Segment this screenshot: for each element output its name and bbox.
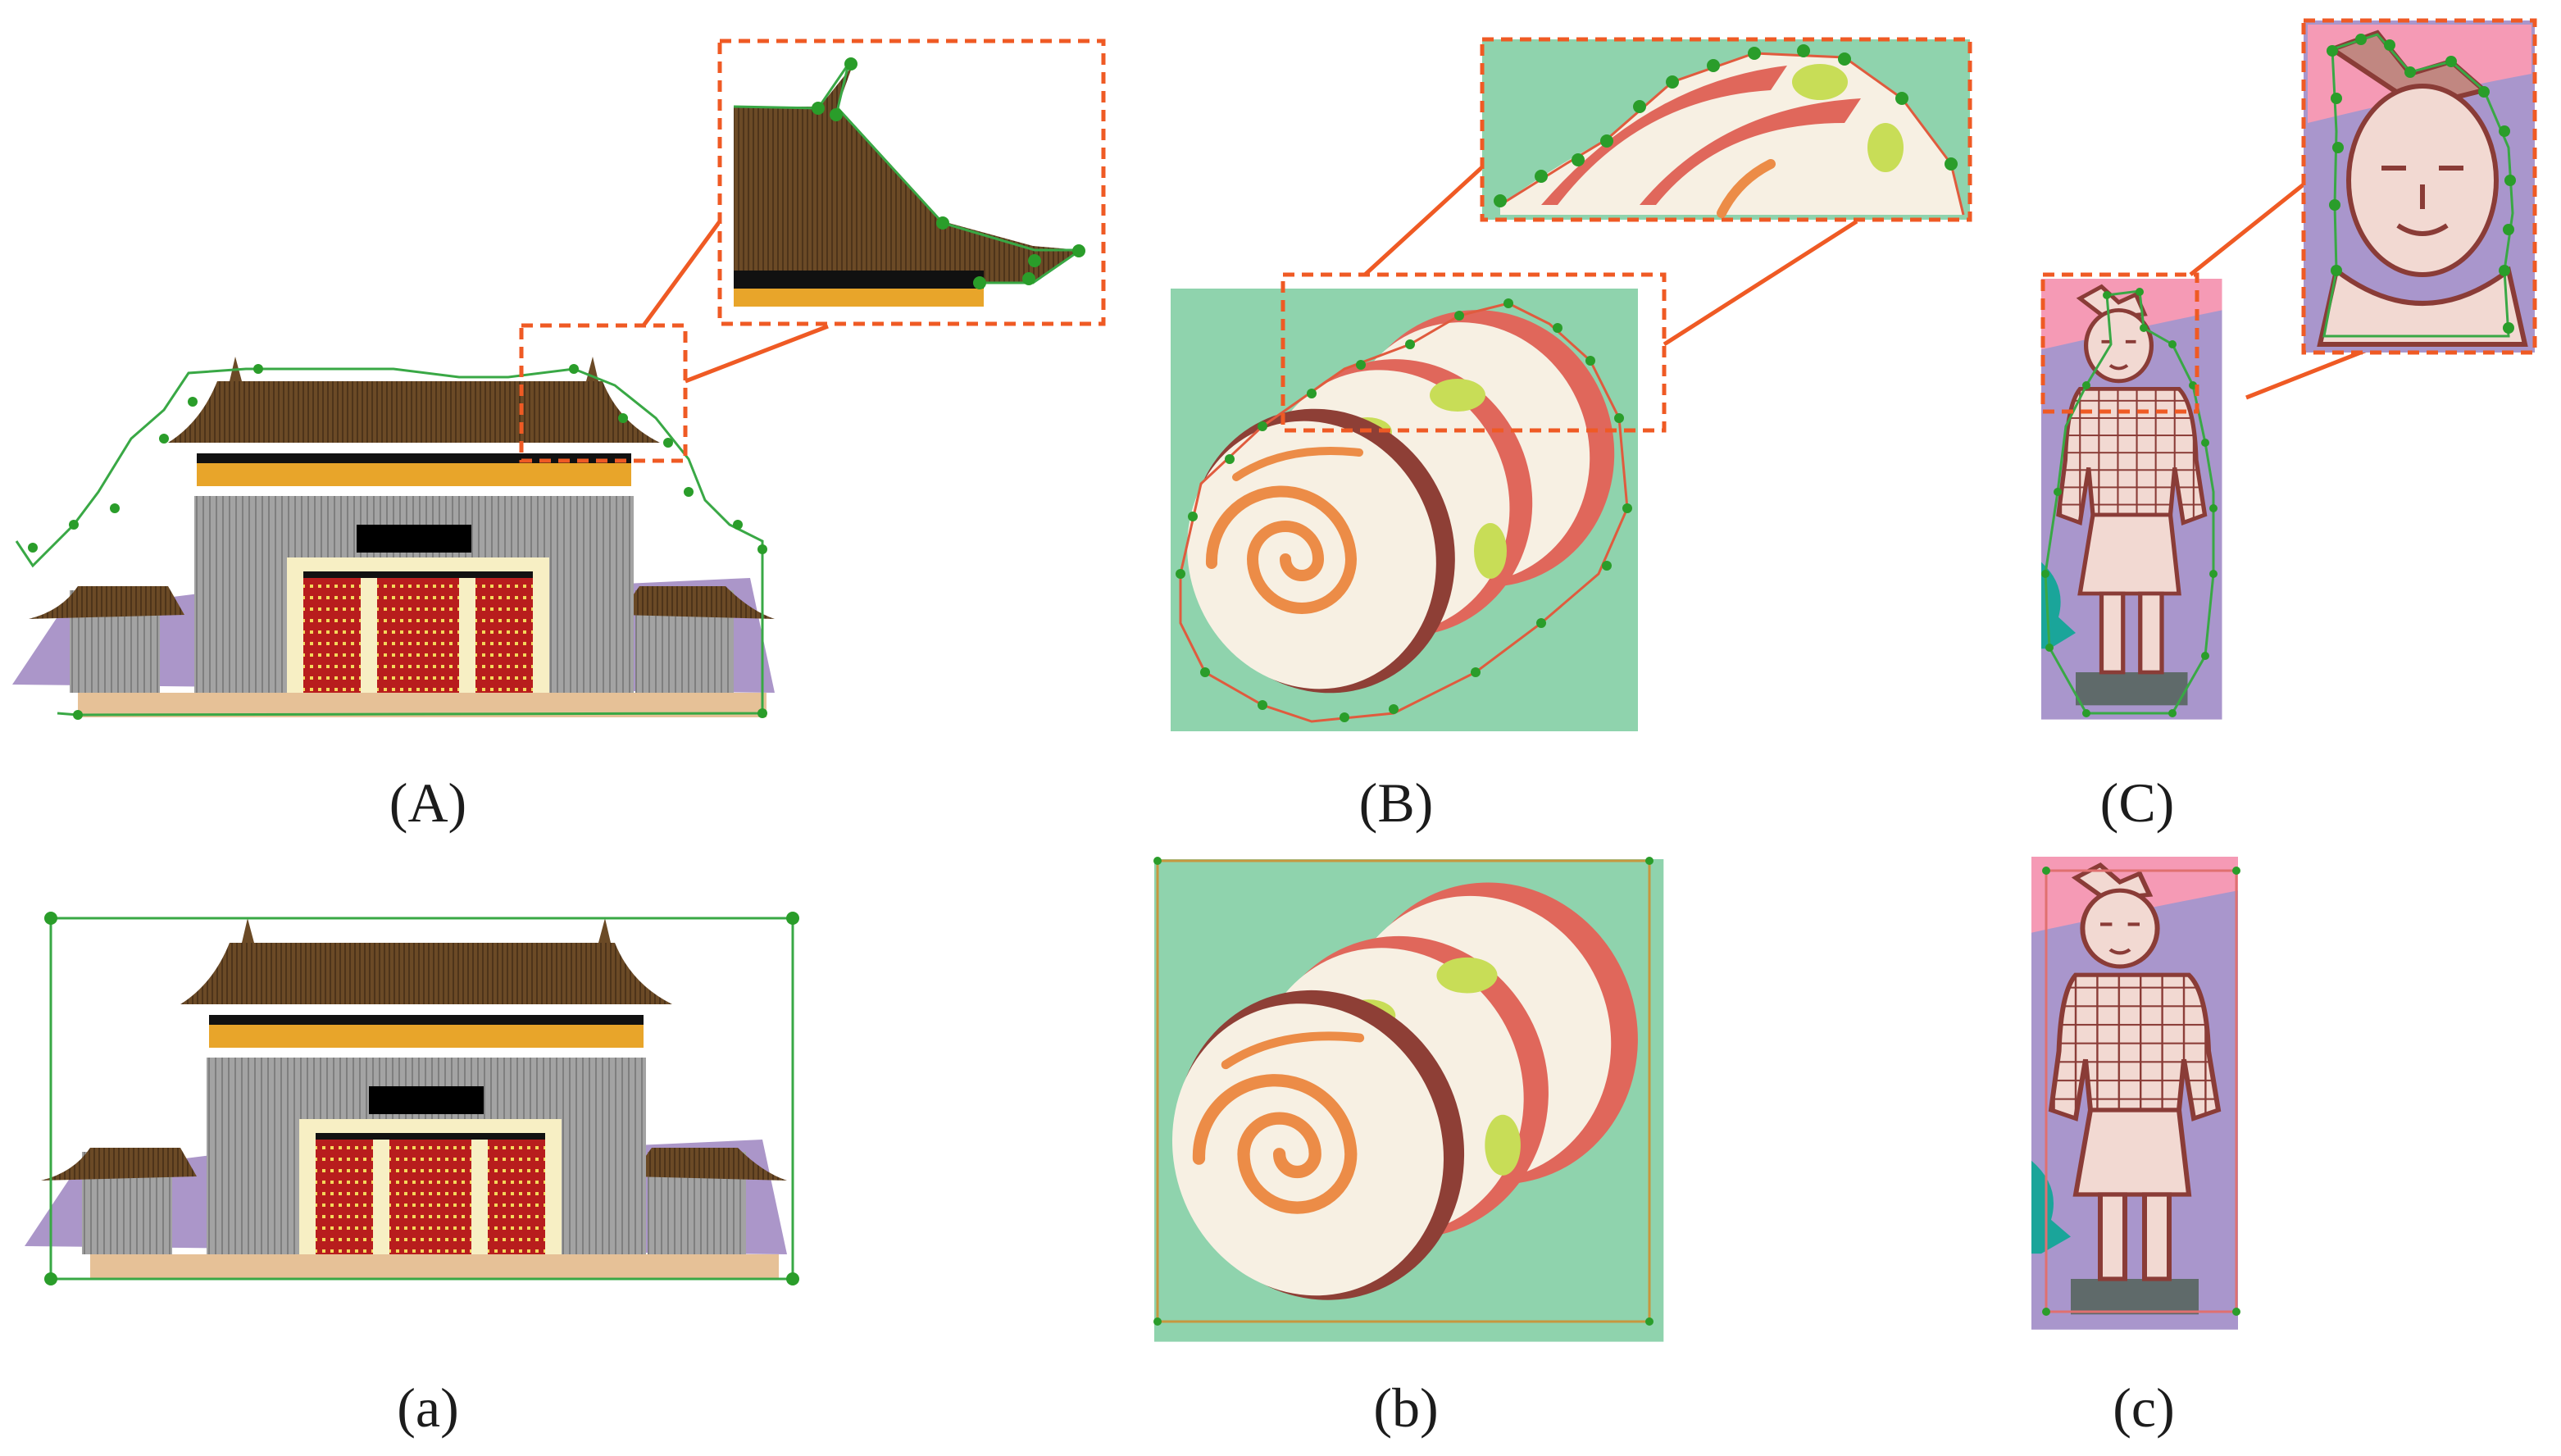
panel-C: (C) (2040, 18, 2537, 834)
caption-A: (A) (389, 771, 466, 834)
caption-c: (c) (2113, 1376, 2174, 1439)
pancake-hull-outline (1179, 302, 1629, 723)
roof-zoom-inset (733, 57, 1085, 307)
panel-A: (A) (12, 39, 1106, 834)
pancake-control-points (1176, 298, 1632, 722)
zoom-region-box (1280, 272, 1667, 433)
zoom-region-box (2040, 272, 2199, 414)
bbox-corner-points (1153, 857, 1654, 1326)
temple-control-points (28, 364, 767, 720)
pancake-bounding-box (1156, 859, 1651, 1323)
panel-B: (B) (1150, 37, 1972, 834)
panel-a: (a) (25, 912, 799, 1439)
bbox-corner-points (44, 912, 799, 1285)
bbox-corner-points (2042, 867, 2240, 1316)
caption-C: (C) (2100, 771, 2175, 834)
caption-a: (a) (397, 1376, 458, 1439)
warrior-hull-outline (2044, 289, 2215, 715)
temple-hull-outline (15, 367, 764, 717)
pancake-zoom-inset (1494, 44, 1965, 218)
warrior-zoom-inset (2308, 25, 2531, 347)
panel-b: (b) (1131, 842, 1680, 1439)
caption-b: (b) (1373, 1376, 1438, 1439)
warrior-bounding-box (2045, 869, 2238, 1313)
caption-B: (B) (1359, 771, 1434, 834)
zoom-region-box (519, 323, 688, 463)
panel-c: (c) (2031, 857, 2240, 1439)
temple-bounding-box (49, 917, 794, 1281)
